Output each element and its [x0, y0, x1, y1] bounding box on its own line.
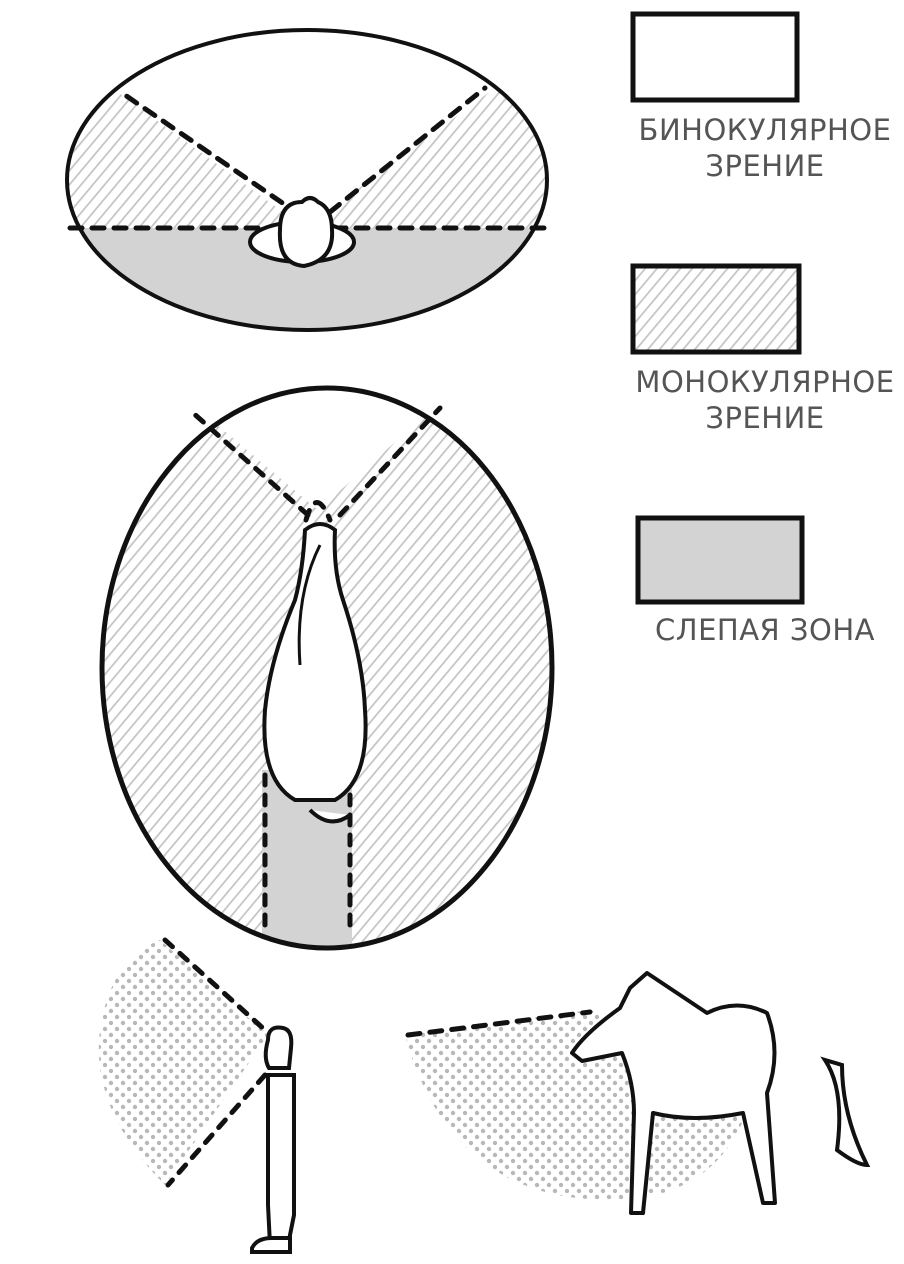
horse-top-view-field [99, 385, 555, 951]
legend-label-blind: СЛЕПАЯ ЗОНА [615, 612, 904, 648]
legend-monocular-line1: МОНОКУЛЯРНОЕ [635, 365, 895, 399]
legend-swatch-blind [635, 515, 805, 605]
horse-body-top-icon [262, 522, 368, 802]
person-side-view [98, 937, 296, 1254]
legend-binocular-line1: БИНОКУЛЯРНОЕ [638, 113, 892, 147]
monocular-left-area [67, 50, 305, 228]
legend-swatch-binocular [630, 11, 800, 103]
field-boundary-lines [67, 85, 548, 231]
person-icon [250, 1025, 296, 1254]
binocular-area [170, 388, 460, 510]
human-top-view-field [65, 28, 549, 332]
monocular-right-area [305, 40, 547, 228]
legend-label-monocular: МОНОКУЛЯРНОЕ ЗРЕНИЕ [615, 364, 904, 436]
field-outline [65, 28, 549, 332]
person-vision-cone [98, 940, 268, 1185]
legend-binocular-line2: ЗРЕНИЕ [705, 149, 825, 183]
legend-label-binocular: БИНОКУЛЯРНОЕ ЗРЕНИЕ [615, 112, 904, 184]
horse-mane-icon [297, 544, 322, 666]
field-boundary-lines [162, 937, 268, 1188]
horse-icon [570, 971, 777, 1215]
field-outline [99, 385, 555, 951]
legend-blind-line1: СЛЕПАЯ ЗОНА [655, 613, 875, 647]
legend-monocular-line2: ЗРЕНИЕ [705, 401, 825, 435]
horse-side-view [405, 971, 871, 1215]
horse-tail-icon [820, 1056, 871, 1168]
horse-tail-icon [308, 808, 352, 824]
human-head-icon [248, 196, 356, 269]
legend-swatch-monocular [630, 263, 802, 355]
